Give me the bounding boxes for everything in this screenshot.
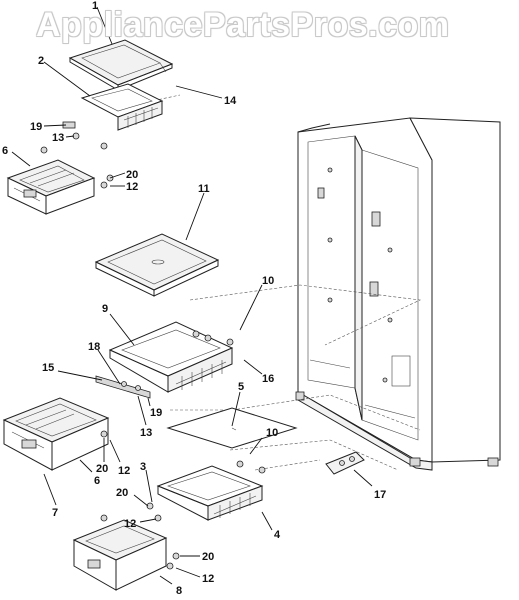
callout-14: 14	[224, 95, 237, 107]
callout-11: 11	[198, 183, 210, 195]
callout-12: 12	[126, 181, 138, 193]
callout-16: 16	[262, 373, 274, 385]
callout-19b: 19	[150, 407, 162, 419]
callout-13: 13	[52, 132, 64, 144]
callout-10b: 10	[266, 427, 278, 439]
callout-6: 6	[2, 145, 8, 157]
support-rail-middle	[95, 330, 234, 399]
part-crisper-frame-middle	[108, 321, 234, 393]
callout-3: 3	[140, 461, 146, 473]
callout-20b: 20	[96, 463, 108, 475]
callout-7: 7	[52, 507, 58, 519]
part-lower-drawer	[72, 519, 168, 591]
callout-19: 19	[30, 121, 42, 133]
refrigerator-cabinet	[295, 117, 501, 471]
part-bracket	[325, 451, 365, 475]
callout-9: 9	[102, 303, 108, 315]
callout-17: 17	[374, 489, 386, 501]
callout-12d: 12	[202, 573, 214, 585]
callout-20c: 20	[116, 487, 128, 499]
part-crisper-frame-lower	[156, 460, 266, 521]
part-crisper-cover-top	[68, 39, 174, 91]
callout-8: 8	[176, 585, 182, 597]
part-cover-panel	[166, 407, 298, 449]
callout-labels: 1 2 14 19 13 6 20 12 11 10 9 16 18 15 19…	[2, 0, 386, 597]
callout-1: 1	[92, 0, 98, 12]
part-crisper-frame-small	[80, 83, 164, 131]
part-glass-shelf	[94, 233, 220, 297]
callout-15: 15	[42, 362, 54, 374]
small-hardware-lower	[100, 502, 180, 570]
callout-6b: 6	[94, 475, 100, 487]
callout-12c: 12	[124, 518, 136, 530]
watermark: AppliancePartsPros.com	[36, 6, 450, 44]
callout-4: 4	[274, 529, 281, 541]
leader-lines	[11, 6, 373, 585]
callout-5: 5	[238, 381, 244, 393]
callout-2: 2	[38, 55, 44, 67]
callout-12b: 12	[118, 465, 130, 477]
callout-13b: 13	[140, 427, 152, 439]
callout-10: 10	[262, 275, 274, 287]
callout-20d: 20	[202, 551, 214, 563]
callout-18: 18	[88, 341, 100, 353]
part-crisper-drawer-upper	[6, 159, 96, 215]
part-deli-drawer-left	[2, 397, 110, 471]
callout-20: 20	[126, 169, 138, 181]
